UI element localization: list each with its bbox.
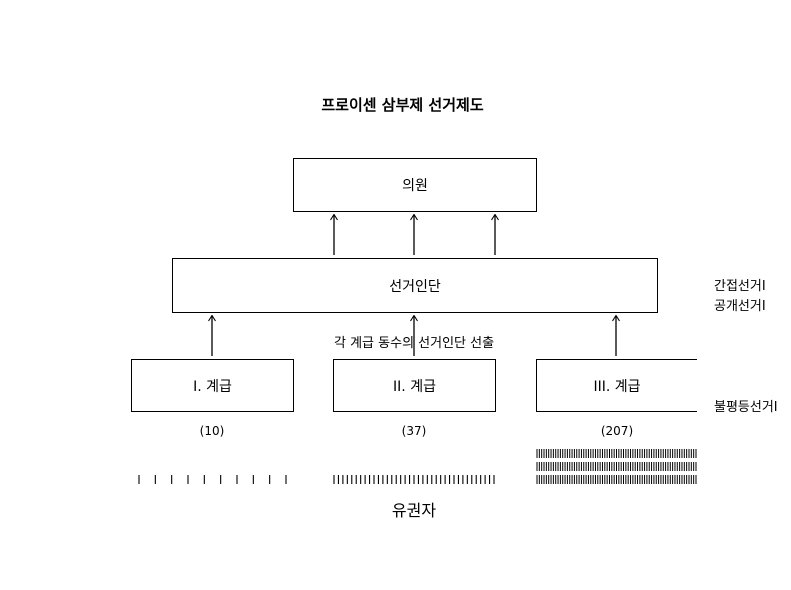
class-2-label: II. 계급: [393, 378, 436, 395]
side-label-unequal: 불평등선거I: [714, 400, 778, 415]
diagram-title: 프로이센 삼부제 선거제도: [321, 96, 484, 114]
voter-ticks: [138, 449, 697, 484]
electors-note: 각 계급 동수의 선거인단 선출: [334, 336, 495, 351]
class-1-box: I. 계급: [131, 359, 294, 412]
class-1-label: I. 계급: [193, 378, 232, 395]
side-label-indirect: 간접선거I: [714, 279, 766, 294]
side-label-public: 공개선거I: [714, 299, 766, 314]
class-3-count: (207): [600, 424, 634, 438]
electors-box: 선거인단: [172, 258, 658, 313]
class-3-box: III. 계급: [536, 359, 697, 412]
electors-label: 선거인단: [389, 278, 441, 295]
class-2-box: II. 계급: [333, 359, 496, 412]
deputies-box: 의원: [293, 158, 537, 212]
voters-label: 유권자: [391, 501, 437, 520]
deputies-label: 의원: [402, 178, 428, 194]
class-2-count: (37): [401, 424, 427, 438]
class-1-count: (10): [199, 424, 225, 438]
class-3-label: III. 계급: [593, 378, 641, 395]
